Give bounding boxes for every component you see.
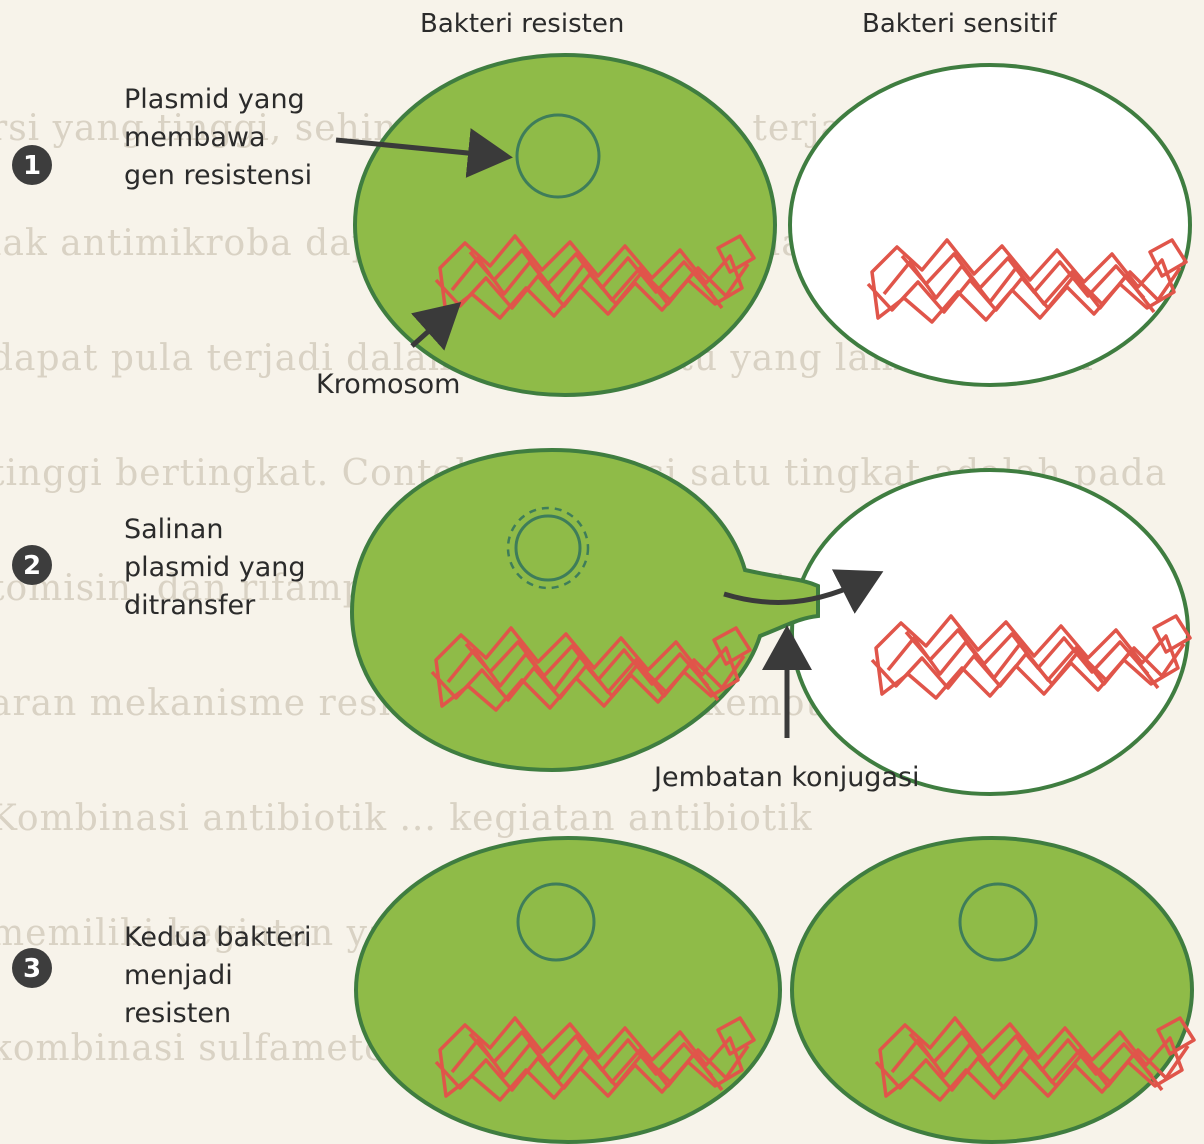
step-1-caption-line: gen resistensi [124,160,312,191]
resistant-bacterium [355,55,775,395]
resistant-bacterium [356,838,780,1142]
step-3: 3 Kedua bakteri menjadi resisten [12,838,1194,1142]
header-sensitive: Bakteri sensitif [862,9,1057,39]
step-2-caption-line: Salinan [124,514,223,545]
step-3-caption-line: Kedua bakteri [124,922,311,953]
step-3-caption-line: menjadi [124,960,233,991]
step-3-caption-line: resisten [124,998,231,1029]
step-2-number: 2 [23,551,41,581]
step-1-number: 1 [23,151,41,181]
chromosome-label: Kromosom [316,369,460,400]
svg-text:Kombinasi antibiotik ... kegia: Kombinasi antibiotik ... kegiatan antibi… [0,798,813,839]
step-2-caption-line: plasmid yang [124,552,306,583]
step-2: 2 Salinan plasmid yang ditransfer Jembat… [12,450,1190,794]
sensitive-bacterium [792,470,1188,794]
step-1-caption-line: membawa [124,122,266,153]
sensitive-bacterium [790,65,1190,385]
conjugation-bridge-label: Jembatan konjugasi [652,762,920,793]
step-3-caption: Kedua bakteri menjadi resisten [124,922,320,1029]
step-1-caption-line: Plasmid yang [124,84,305,115]
header-resistant: Bakteri resisten [420,9,624,39]
step-2-caption-line: ditransfer [124,590,256,621]
step-3-number: 3 [23,954,41,984]
